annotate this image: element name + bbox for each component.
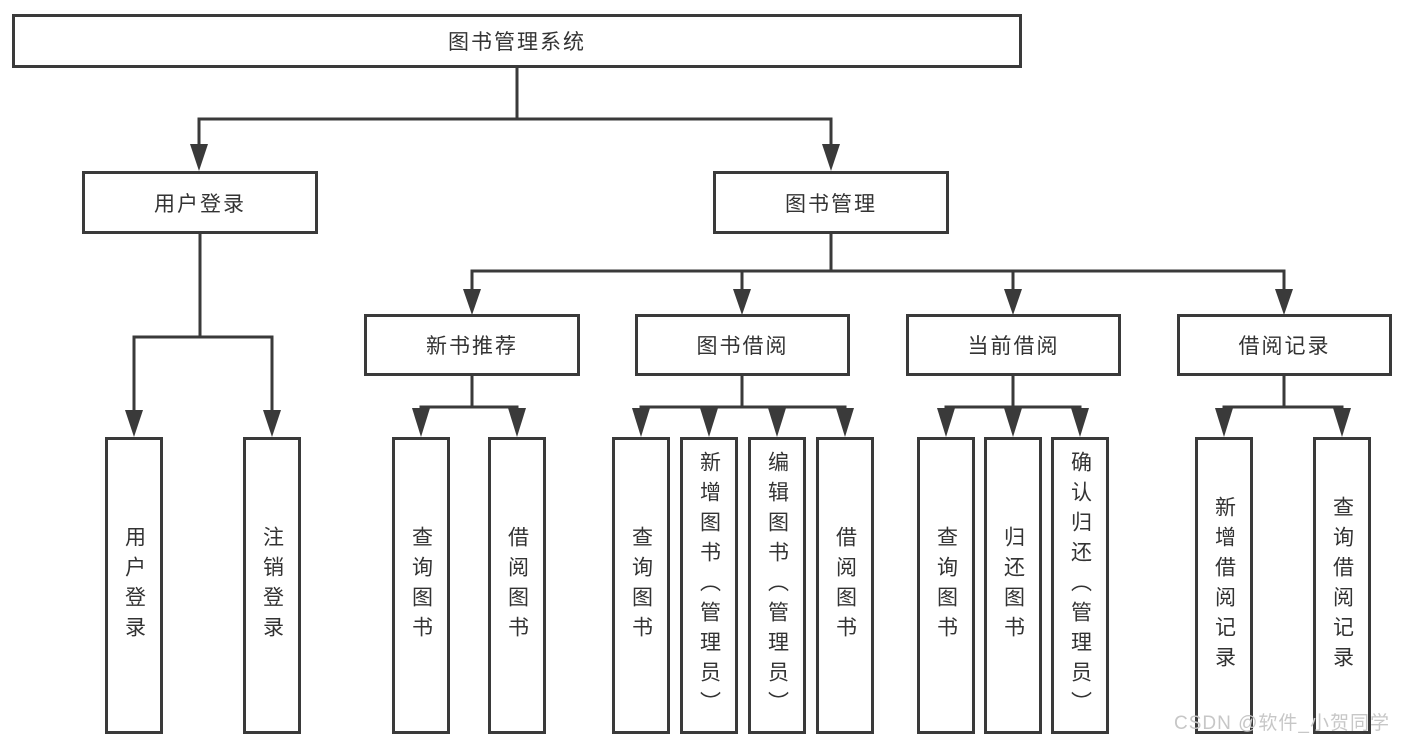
node-label: 查询图书	[934, 525, 958, 646]
node-label: 新增借阅记录	[1212, 495, 1236, 676]
node-label: 注销登录	[260, 525, 284, 646]
node-label: 查询图书	[629, 525, 653, 646]
node-label: 图书管理系统	[448, 31, 586, 54]
leaf-query-borrow-record: 查询借阅记录	[1313, 437, 1371, 734]
node-label: 借阅图书	[833, 525, 857, 646]
arrowhead-icon	[1275, 289, 1293, 315]
arrowhead-icon	[125, 410, 143, 437]
arrowhead-icon	[508, 408, 526, 437]
arrowhead-icon	[1004, 289, 1022, 315]
leaf-return-book: 归还图书	[984, 437, 1042, 734]
node-current-borrow: 当前借阅	[906, 314, 1121, 376]
node-label: 图书借阅	[696, 335, 789, 358]
node-label: 用户登录	[154, 192, 246, 216]
leaf-query-books-recommend: 查询图书	[392, 437, 450, 734]
node-book-management: 图书管理	[713, 171, 949, 234]
node-label: 查询图书	[409, 525, 433, 646]
arrowhead-icon	[1215, 408, 1233, 437]
arrowhead-icon	[1333, 408, 1351, 437]
node-book-borrow: 图书借阅	[635, 314, 850, 376]
arrowhead-icon	[768, 408, 786, 437]
arrowhead-icon	[190, 144, 208, 171]
node-borrow-records: 借阅记录	[1177, 314, 1392, 376]
node-label: 借阅记录	[1238, 335, 1331, 358]
leaf-borrow-books: 借阅图书	[816, 437, 874, 734]
node-label: 新书推荐	[426, 335, 518, 358]
node-label: 借阅图书	[505, 525, 529, 646]
node-label: 新增图书（管理员）	[697, 450, 721, 721]
leaf-borrow-books-recommend: 借阅图书	[488, 437, 546, 734]
csdn-watermark: CSDN @软件_小贺同学	[1174, 713, 1390, 734]
arrowhead-icon	[1071, 408, 1089, 437]
node-label: 编辑图书（管理员）	[765, 450, 789, 721]
leaf-query-books-current: 查询图书	[917, 437, 975, 734]
node-label: 归还图书	[1001, 525, 1025, 646]
arrowhead-icon	[263, 410, 281, 437]
arrowhead-icon	[733, 289, 751, 315]
arrowhead-icon	[463, 289, 481, 315]
node-label: 用户登录	[122, 525, 146, 646]
leaf-confirm-return-admin: 确认归还（管理员）	[1051, 437, 1109, 734]
node-label: 图书管理	[785, 192, 877, 216]
arrowhead-icon	[1004, 408, 1022, 437]
leaf-query-books-borrow: 查询图书	[612, 437, 670, 734]
arrowhead-icon	[937, 408, 955, 437]
node-label: 当前借阅	[967, 335, 1060, 358]
arrowhead-icon	[836, 408, 854, 437]
node-label: 确认归还（管理员）	[1068, 450, 1092, 721]
arrowhead-icon	[700, 408, 718, 437]
node-new-book-recommend: 新书推荐	[364, 314, 580, 376]
leaf-add-borrow-record: 新增借阅记录	[1195, 437, 1253, 734]
node-user-login: 用户登录	[82, 171, 318, 234]
node-label: 查询借阅记录	[1330, 495, 1354, 676]
leaf-user-login: 用户登录	[105, 437, 163, 734]
leaf-add-book-admin: 新增图书（管理员）	[680, 437, 738, 734]
leaf-edit-book-admin: 编辑图书（管理员）	[748, 437, 806, 734]
arrowhead-icon	[412, 408, 430, 437]
arrowhead-icon	[632, 408, 650, 437]
leaf-logout: 注销登录	[243, 437, 301, 734]
arrowhead-icon	[822, 144, 840, 171]
node-library-system: 图书管理系统	[12, 14, 1022, 68]
